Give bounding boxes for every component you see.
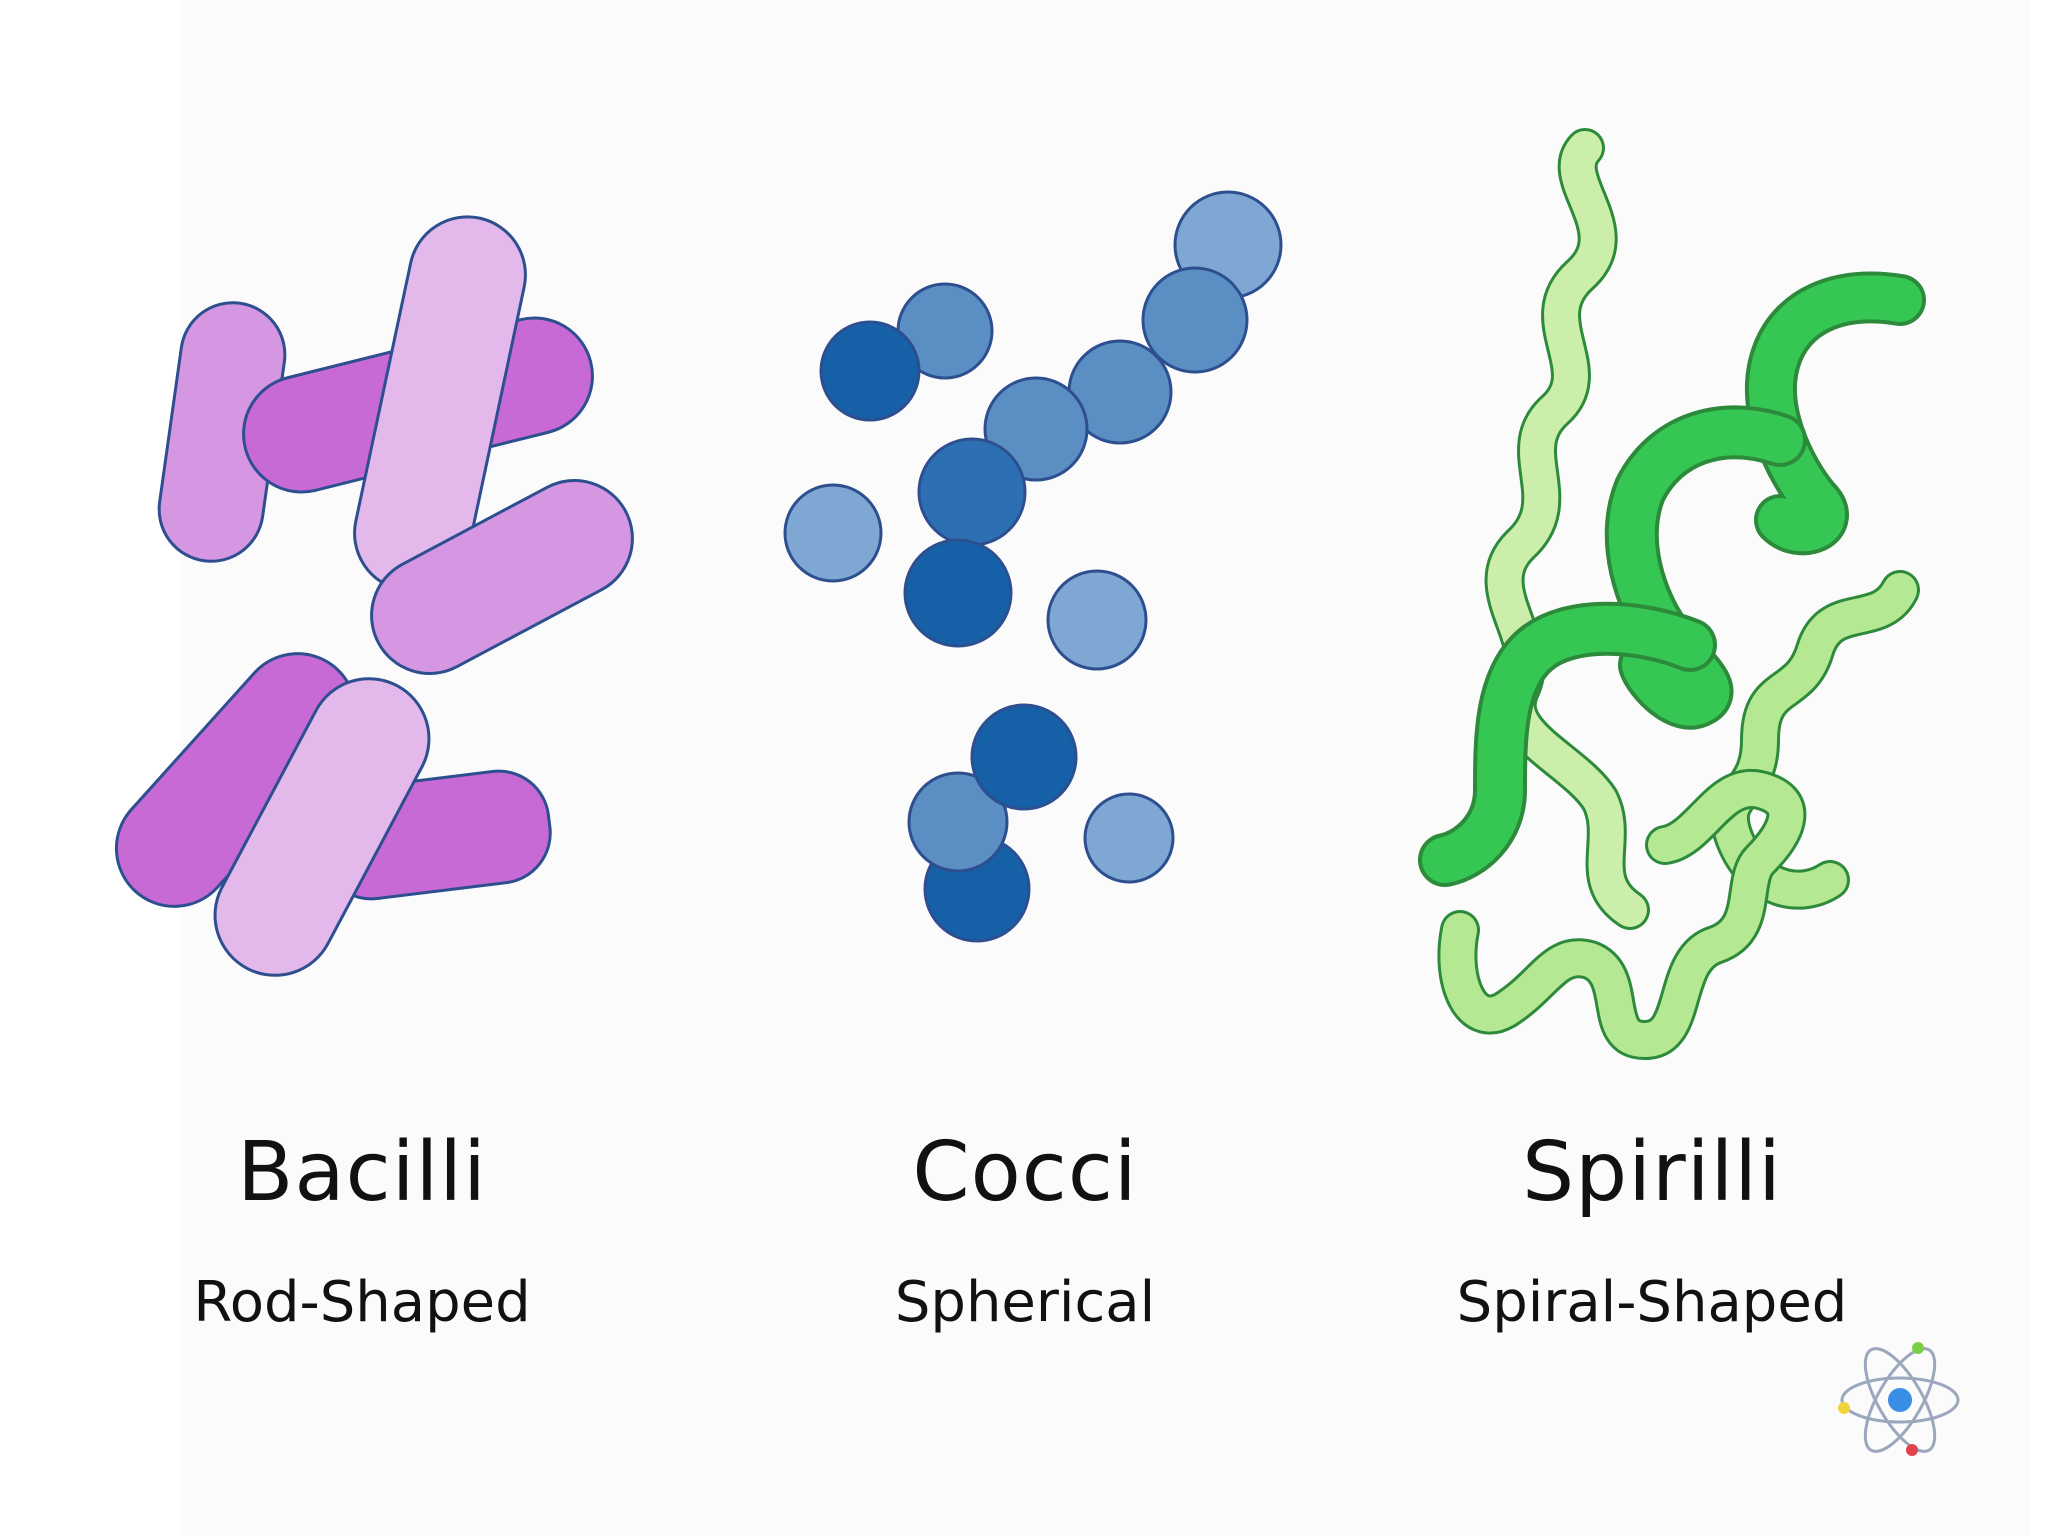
cocci-name: Cocci bbox=[912, 1125, 1138, 1220]
bacillus-rod bbox=[213, 677, 431, 977]
coccus-sphere bbox=[783, 483, 883, 583]
bacilli-illustration bbox=[114, 215, 634, 977]
coccus-sphere bbox=[1141, 266, 1249, 374]
spirillum-dark bbox=[1418, 601, 1717, 887]
coccus-sphere bbox=[819, 320, 921, 422]
atom-icon bbox=[1838, 1342, 1960, 1456]
spirillum-dark bbox=[1745, 271, 1926, 556]
coccus-sphere bbox=[1083, 792, 1175, 884]
bacilli-name: Bacilli bbox=[237, 1125, 487, 1220]
spirilli-shape: Spiral-Shaped bbox=[1456, 1270, 1848, 1335]
bacillus-rod bbox=[370, 479, 634, 675]
coccus-sphere bbox=[1046, 569, 1148, 671]
cocci-illustration bbox=[783, 190, 1283, 943]
spirillum-light bbox=[1484, 128, 1650, 930]
bacilli-shape: Rod-Shaped bbox=[193, 1270, 531, 1335]
coccus-sphere bbox=[917, 437, 1027, 547]
spirilli-name: Spirilli bbox=[1522, 1125, 1782, 1220]
spirillum-light bbox=[1437, 769, 1807, 1060]
coccus-sphere bbox=[970, 703, 1078, 811]
spirilli-illustration bbox=[1418, 128, 1926, 1060]
coccus-sphere bbox=[903, 538, 1013, 648]
coccus-sphere bbox=[907, 771, 1009, 873]
cocci-shape: Spherical bbox=[894, 1270, 1156, 1335]
